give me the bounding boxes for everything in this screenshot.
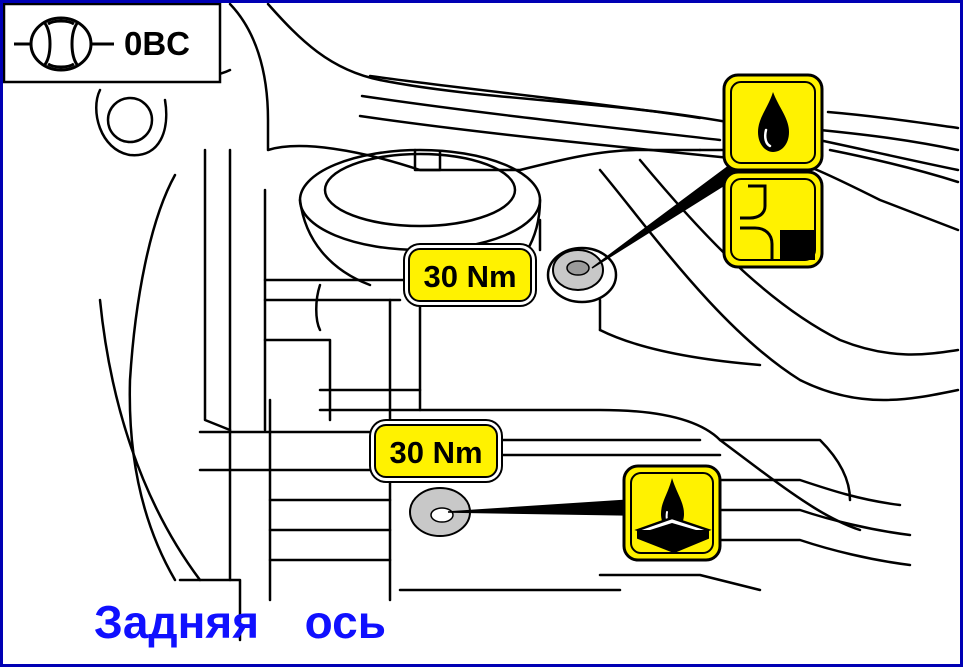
fill-level-icon	[722, 170, 824, 269]
torque-badge-lower: 30 Nm	[374, 424, 498, 478]
drain-oil-pan-icon	[622, 464, 722, 562]
fill-plug	[546, 246, 618, 304]
leader-line-lower	[447, 499, 633, 516]
component-code: 0BC	[124, 25, 191, 62]
oil-drop-icon	[722, 73, 824, 172]
drain-plug	[409, 487, 471, 537]
component-code-box	[2, 2, 222, 84]
torque-badge-upper: 30 Nm	[408, 248, 532, 302]
gearbox-symbol-icon	[14, 16, 114, 72]
axle-caption: Задняя ось	[94, 596, 386, 648]
